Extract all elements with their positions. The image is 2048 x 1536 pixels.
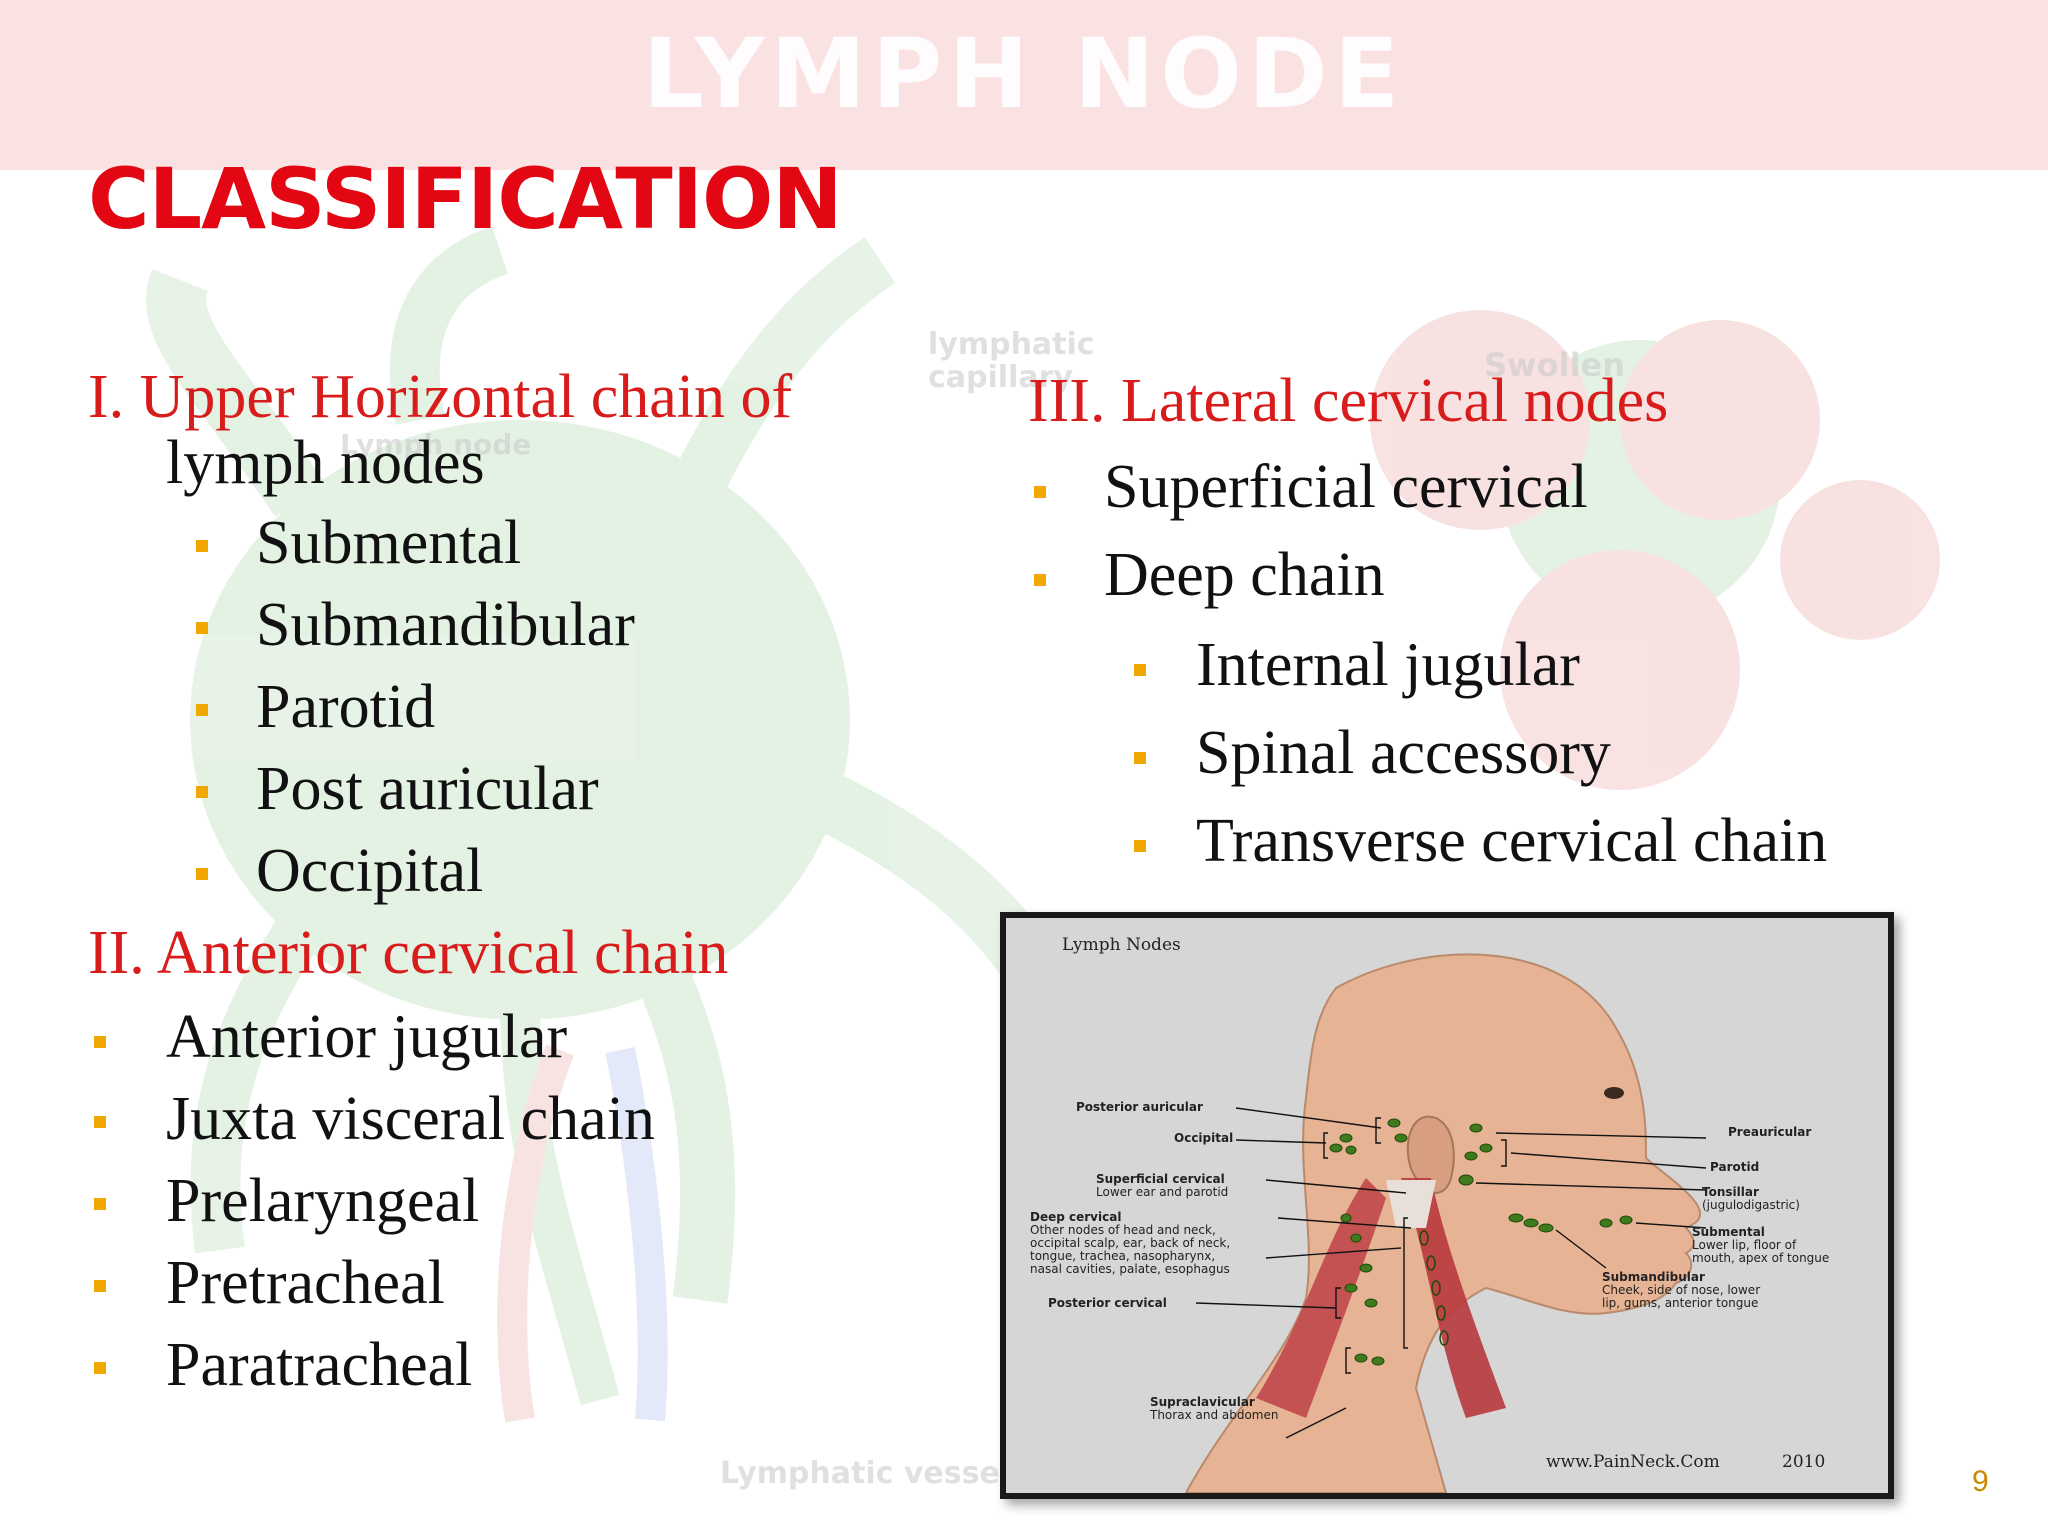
label-submental: Submental bbox=[1692, 1225, 1765, 1239]
label-submental-sub2: mouth, apex of tongue bbox=[1692, 1251, 1830, 1265]
label-posterior-cervical: Posterior cervical bbox=[1048, 1296, 1167, 1310]
figure-title: Lymph Nodes bbox=[1062, 935, 1181, 955]
bullet-icon bbox=[94, 1362, 106, 1374]
list-item: Prelaryngeal bbox=[166, 1167, 480, 1235]
label-tonsillar-sub: (jugulodigastric) bbox=[1702, 1198, 1800, 1212]
bullet-icon bbox=[94, 1280, 106, 1292]
bg-label-lymph-node: Lymph node bbox=[340, 428, 532, 461]
list-item: Occipital bbox=[256, 837, 484, 905]
list-item: Parotid bbox=[256, 673, 436, 741]
group3-heading: III. Lateral cervical nodes bbox=[1028, 367, 1669, 435]
bullet-icon bbox=[1034, 574, 1046, 586]
list-item: Juxta visceral chain bbox=[166, 1085, 655, 1153]
bullet-icon bbox=[196, 704, 208, 716]
list-item: Superficial cervical bbox=[1104, 453, 1588, 521]
sub-list-item: Internal jugular bbox=[1196, 631, 1580, 699]
label-supraclavicular: Supraclavicular bbox=[1150, 1395, 1255, 1409]
bullet-icon bbox=[196, 786, 208, 798]
label-superficial-cervical: Superficial cervical bbox=[1096, 1172, 1225, 1186]
label-tonsillar: Tonsillar bbox=[1702, 1185, 1759, 1199]
bullet-icon bbox=[1034, 486, 1046, 498]
label-submandibular: Submandibular bbox=[1602, 1270, 1705, 1284]
group1-heading-line1: I. Upper Horizontal chain of bbox=[88, 363, 793, 431]
label-occipital: Occipital bbox=[1174, 1131, 1234, 1145]
bullet-icon bbox=[1134, 752, 1146, 764]
figure-credit: www.PainNeck.Com bbox=[1546, 1452, 1720, 1472]
label-deep-cervical-sub3: tongue, trachea, nasopharynx, bbox=[1030, 1249, 1216, 1263]
label-submandibular-sub1: Cheek, side of nose, lower bbox=[1602, 1283, 1761, 1297]
sub-list-item: Spinal accessory bbox=[1196, 719, 1611, 787]
bullet-icon bbox=[94, 1116, 106, 1128]
label-supraclavicular-sub: Thorax and abdomen bbox=[1150, 1408, 1279, 1422]
list-item: Post auricular bbox=[256, 755, 599, 823]
figure-year: 2010 bbox=[1782, 1452, 1826, 1472]
label-deep-cervical-sub4: nasal cavities, palate, esophagus bbox=[1030, 1262, 1230, 1276]
bullet-icon bbox=[94, 1036, 106, 1048]
list-item: Submental bbox=[256, 509, 522, 577]
label-submandibular-sub2: lip, gums, anterior tongue bbox=[1602, 1296, 1759, 1310]
sub-list-item: Transverse cervical chain bbox=[1196, 807, 1828, 875]
bg-label-lymphatic-capillary: lymphatic capillary bbox=[928, 327, 1095, 395]
label-parotid: Parotid bbox=[1710, 1160, 1760, 1174]
group2-heading: II. Anterior cervical chain bbox=[88, 919, 729, 987]
header-band bbox=[0, 0, 2048, 170]
lymph-nodes-figure: Lymph Nodes Posterior auricular Occipita… bbox=[1000, 912, 1894, 1499]
bullet-icon bbox=[1134, 840, 1146, 852]
label-deep-cervical-sub1: Other nodes of head and neck, bbox=[1030, 1223, 1216, 1237]
bullet-icon bbox=[196, 622, 208, 634]
list-item: Paratracheal bbox=[166, 1331, 473, 1399]
label-submental-sub1: Lower lip, floor of bbox=[1692, 1238, 1797, 1252]
label-deep-cervical: Deep cervical bbox=[1030, 1210, 1122, 1224]
label-deep-cervical-sub2: occipital scalp, ear, back of neck, bbox=[1030, 1236, 1231, 1250]
slide-title: CLASSIFICATION bbox=[88, 150, 843, 248]
list-item: Submandibular bbox=[256, 591, 635, 659]
header-title: LYMPH NODE bbox=[642, 18, 1406, 130]
label-preauricular: Preauricular bbox=[1728, 1125, 1812, 1139]
bullet-icon bbox=[1134, 664, 1146, 676]
bullet-icon bbox=[196, 868, 208, 880]
list-item: Pretracheal bbox=[166, 1249, 445, 1317]
bullet-icon bbox=[196, 540, 208, 552]
label-superficial-cervical-sub: Lower ear and parotid bbox=[1096, 1185, 1229, 1199]
bullet-icon bbox=[94, 1198, 106, 1210]
group1-heading-line2: lymph nodes bbox=[166, 429, 485, 497]
page-number: 9 bbox=[1972, 1465, 1989, 1498]
label-posterior-auricular: Posterior auricular bbox=[1076, 1100, 1203, 1114]
list-item: Deep chain bbox=[1104, 541, 1385, 609]
bg-label-swollen: Swollen bbox=[1484, 346, 1626, 384]
head-neck-illustration bbox=[1184, 953, 1707, 1493]
list-item: Anterior jugular bbox=[166, 1003, 568, 1071]
bg-label-lymphatic-vessel: Lymphatic vessel bbox=[720, 1456, 1011, 1491]
